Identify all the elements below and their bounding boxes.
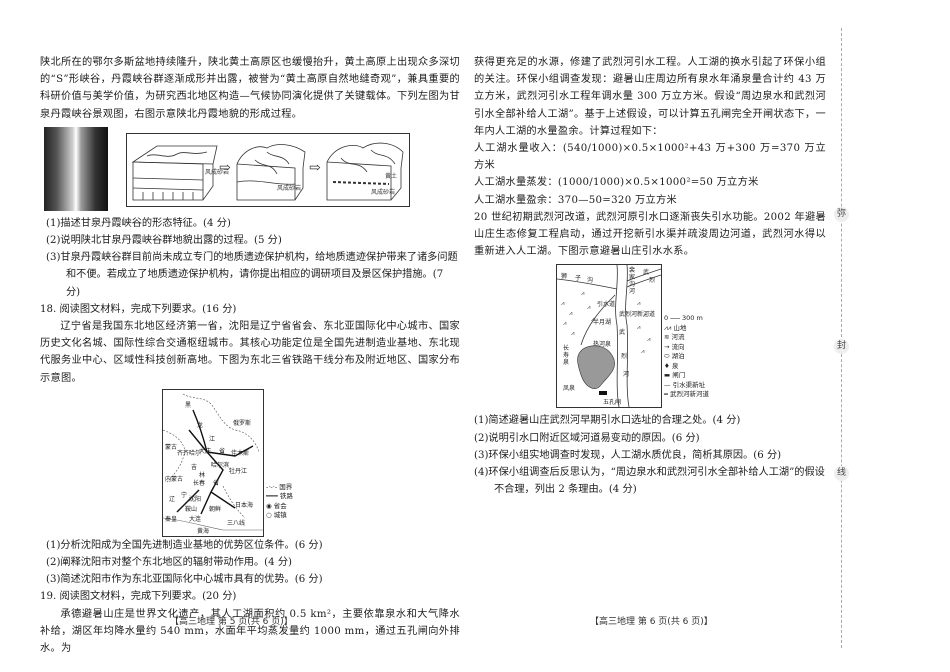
legend-capital: ◉ 省会 xyxy=(266,501,287,510)
calc-income: 人工湖水量收入：(540/1000)×0.5×1000²+43 万+300 万=… xyxy=(474,143,826,172)
legend-river: ≋ 河流 xyxy=(664,333,685,342)
binding-dashed-line xyxy=(841,28,842,648)
q19-map-area: ⩘⩘⩘⩘ ⩘⩘⩘ ⩘⩘⩘⩘⩘ 狮 子 沟 裴家沟河 武 烈 引水道 武烈河新河道… xyxy=(474,260,826,412)
q18-sub3: (3)简述沈阳市作为东北亚国际化中心城市具有的优势。(6 分) xyxy=(46,574,323,586)
formation-blocks-illustration: 风成砂岩 ⇨ 风成砂岩 ⇨ xyxy=(131,142,404,201)
q18-text: 辽宁省是我国东北地区经济第一省，沈阳是辽宁省省会、东北亚国际化中心城市、国家历史… xyxy=(40,321,460,384)
q18-header: 18. 阅读图文材料，完成下列要求。(16 分) xyxy=(40,303,237,315)
legend-gate: ▬ 闸门 xyxy=(664,371,686,380)
page-6-footer: 【高三地理 第 6 页(共 6 页)】 xyxy=(590,617,713,627)
railway-map-graphic xyxy=(162,393,263,531)
svg-text:风成砂岩: 风成砂岩 xyxy=(205,168,229,176)
svg-text:⩘: ⩘ xyxy=(643,312,647,319)
legend-railway: ━━━ 铁路 xyxy=(266,492,293,501)
svg-text:⩘: ⩘ xyxy=(637,324,641,331)
svg-text:⩘: ⩘ xyxy=(581,290,585,297)
q17-figures: 风成砂岩 ⇨ 风成砂岩 ⇨ xyxy=(40,126,460,213)
svg-text:黄土: 黄土 xyxy=(385,172,397,180)
svg-text:⩘: ⩘ xyxy=(571,330,575,337)
bishu-water-system-map: ⩘⩘⩘⩘ ⩘⩘⩘ ⩘⩘⩘⩘⩘ 狮 子 沟 裴家沟河 武 烈 引水道 武烈河新河道… xyxy=(556,264,662,409)
q19-sub1: (1)简述避暑山庄武烈河早期引水口选址的合理之处。(4 分) xyxy=(474,415,741,427)
q17-intro-text: 陕北所在的鄂尔多斯盆地持续隆升，陕北黄土高原区也缓慢抬升，黄土高原上出现众多深切… xyxy=(40,57,460,120)
page-5: 陕北所在的鄂尔多斯盆地持续隆升，陕北黄土高原区也缓慢抬升，黄土高原上出现众多深切… xyxy=(40,54,460,657)
calc-evaporation: 人工湖水量蒸发：(1000/1000)×0.5×1000²=50 万立方米 xyxy=(474,177,759,189)
seal-char-feng: 封 xyxy=(834,339,849,354)
map18-legend: -·-·- 国界 ━━━ 铁路 ◉ 省会 ○ 城镇 xyxy=(266,483,293,521)
q19-history-text: 20 世纪初期武烈河改道，武烈河原引水口逐渐丧失引水功能。2002 年避暑山庄生… xyxy=(474,211,826,258)
svg-text:风成砂岩: 风成砂岩 xyxy=(277,184,301,192)
q18-map-area: 黑 龙 江 省 俄罗斯 佳木斯 蒙古 齐齐哈尔 大庆 哈尔滨 牡丹江 吉 林 长… xyxy=(40,387,460,537)
scale-bar: 0 ⎯⎯⎯ 300 m xyxy=(664,314,703,323)
legend-lake: ⬭ 湖泊 xyxy=(664,352,685,361)
svg-text:⩘: ⩘ xyxy=(641,348,645,355)
canyon-photo xyxy=(44,126,108,211)
water-system-graphic: ⩘⩘⩘⩘ ⩘⩘⩘ ⩘⩘⩘⩘⩘ xyxy=(556,265,662,408)
q17-sub2: (2)说明陕北甘泉丹霞峡谷群地貌出露的过程。(5 分) xyxy=(46,235,282,247)
svg-text:⩘: ⩘ xyxy=(587,304,591,311)
svg-text:风成砂岩: 风成砂岩 xyxy=(371,188,395,196)
map19-legend: 0 ⎯⎯⎯ 300 m ⩘⩘ 山地 ≋ 河流 → 流向 ⬭ 湖泊 ♦ 泉 ▬ 闸… xyxy=(664,314,709,400)
legend-new-channel: ═ 武烈河新河道 xyxy=(664,390,709,399)
svg-text:⩘: ⩘ xyxy=(561,300,565,307)
legend-spring: ♦ 泉 xyxy=(664,361,679,370)
svg-text:⇨: ⇨ xyxy=(219,160,231,176)
q19-sub2: (2)说明引水口附近区域河道易变动的原因。(6 分) xyxy=(474,432,700,444)
calc-surplus: 人工湖水量盈余：370—50=320 万立方米 xyxy=(474,194,677,206)
q19-continued-text: 获得更充足的水源，修建了武烈河引水工程。人工湖的换水引起了环保小组的关注。环保小… xyxy=(474,57,826,137)
svg-text:⩘: ⩘ xyxy=(563,320,567,327)
svg-text:⩘: ⩘ xyxy=(637,300,641,307)
q19-sub4: (4)环保小组调查后反思认为，“周边泉水和武烈河引水全部补给人工湖”的假设不合理… xyxy=(474,467,825,496)
q19-text: 承德避暑山庄是世界文化遗产，其人工湖面积约 0.5 km²，主要依靠泉水和大气降… xyxy=(40,608,460,655)
legend-canal: — 引水渠新址 xyxy=(664,380,706,389)
q19-sub3: (3)环保小组实地调查时发现，人工湖水质优良，简析其原因。(6 分) xyxy=(474,449,782,461)
q17-sub3: (3)甘泉丹霞峡谷群目前尚未成立专门的地质遗迹保护机构，给地质遗迹保护带来了诸多… xyxy=(46,252,458,298)
legend-town: ○ 城镇 xyxy=(266,511,287,520)
q17-sub1: (1)描述甘泉丹霞峡谷的形态特征。(4 分) xyxy=(46,217,231,229)
svg-text:⩘: ⩘ xyxy=(569,310,573,317)
gate-icon xyxy=(599,391,607,396)
seal-char-xian: 线 xyxy=(834,466,849,481)
q18-sub1: (1)分析沈阳成为全国先进制造业基地的优势区位条件。(6 分) xyxy=(46,539,323,551)
page-5-footer: 【高三地理 第 5 页(共 6 页)】 xyxy=(170,617,293,627)
northeast-china-railway-map: 黑 龙 江 省 俄罗斯 佳木斯 蒙古 齐齐哈尔 大庆 哈尔滨 牡丹江 吉 林 长… xyxy=(162,388,264,537)
page-6: 获得更充足的水源，修建了武烈河引水工程。人工湖的换水引起了环保小组的关注。环保小… xyxy=(474,54,826,498)
svg-text:⩘: ⩘ xyxy=(591,316,595,323)
seal-char-mi: 弥 xyxy=(834,207,849,222)
legend-border: -·-·- 国界 xyxy=(266,482,293,491)
q18-sub2: (2)阐释沈阳市对整个东北地区的辐射带动作用。(4 分) xyxy=(46,557,293,569)
legend-mountain: ⩘⩘ 山地 xyxy=(664,323,687,332)
svg-text:⇨: ⇨ xyxy=(309,160,321,176)
danxia-formation-diagram: 风成砂岩 ⇨ 风成砂岩 ⇨ xyxy=(126,132,410,207)
legend-flow: → 流向 xyxy=(664,342,685,351)
svg-text:⩘: ⩘ xyxy=(647,336,651,343)
q19-header: 19. 阅读图文材料，完成下列要求。(20 分) xyxy=(40,591,237,603)
